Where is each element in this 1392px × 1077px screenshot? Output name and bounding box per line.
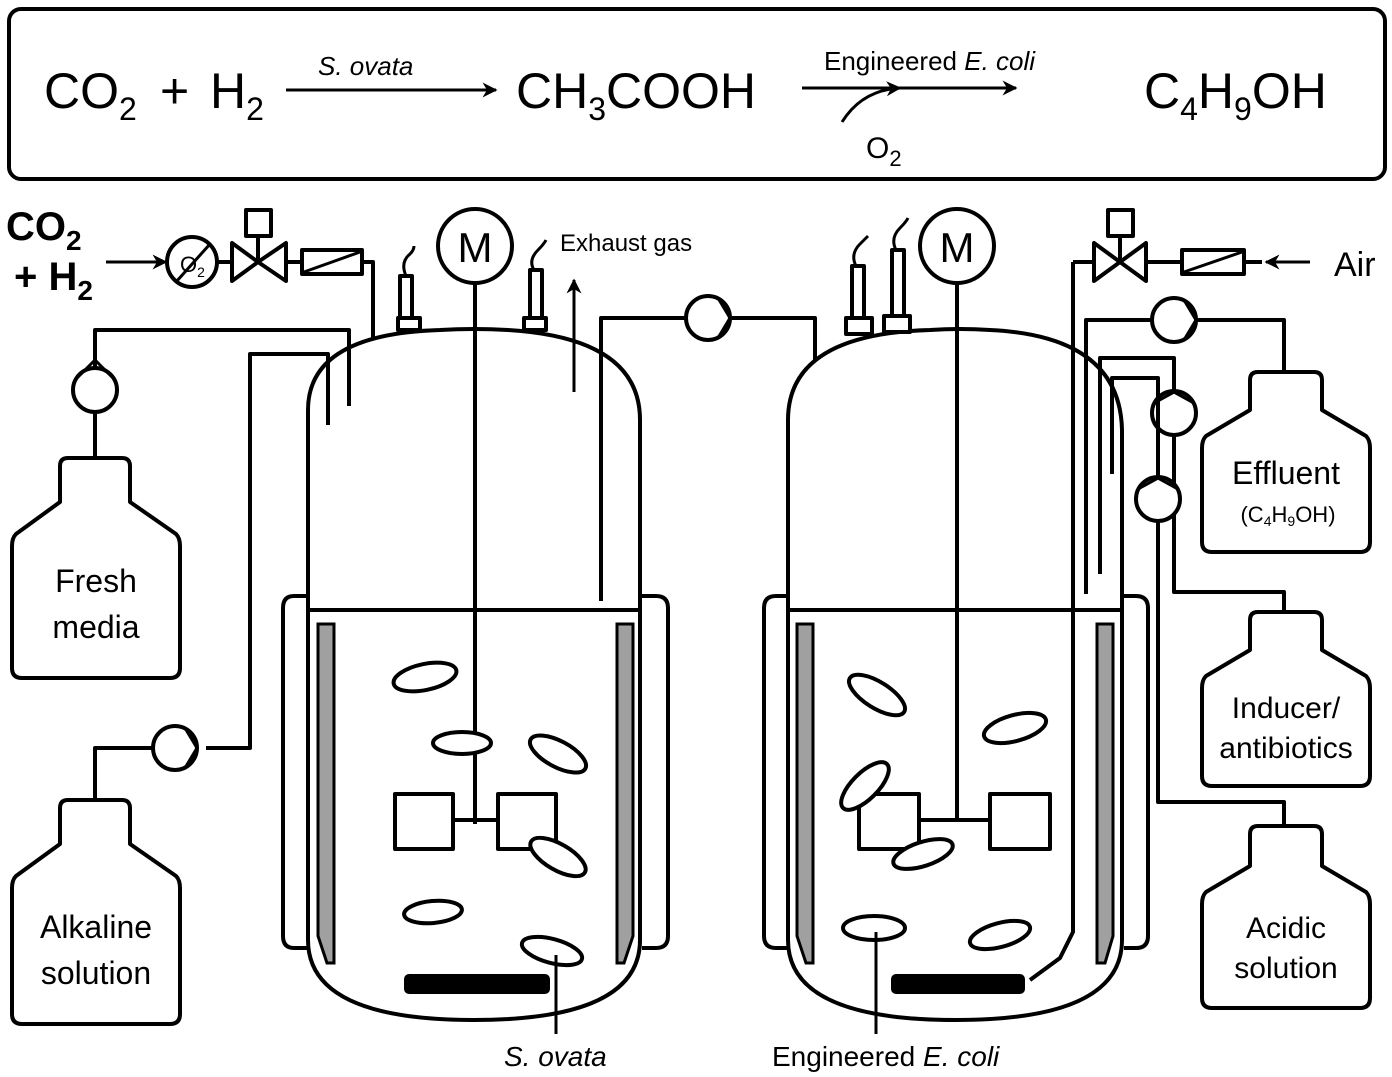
bottle-acidic-solution: Acidic solution [1200, 824, 1372, 1010]
intermediate-acetate: CH3COOH [516, 63, 756, 127]
svg-text:solution: solution [1234, 952, 1337, 985]
left-stir-bar [404, 974, 550, 994]
cosubstrate-o2: O2 [866, 132, 902, 171]
left-heater-left [316, 622, 336, 965]
right-probe-2-icon [882, 217, 912, 334]
catalyst-s-ovata: S. ovata [318, 51, 413, 81]
fresh-media-line [71, 328, 351, 750]
acidic-line-in [1110, 376, 1160, 478]
svg-text:antibiotics: antibiotics [1219, 732, 1352, 765]
air-flowmeter-icon [1180, 248, 1246, 276]
left-impeller-blade-left [393, 792, 455, 851]
ecoli-cell [839, 760, 891, 812]
inducer-line-in [1098, 356, 1176, 574]
bottle-effluent: Effluent (C4H9OH) [1200, 370, 1372, 554]
svg-text:M: M [940, 224, 975, 271]
right-impeller-blade-left [857, 792, 921, 851]
air-label: Air [1334, 246, 1376, 284]
svg-text:Acidic: Acidic [1246, 912, 1326, 945]
ecoli-cell [967, 918, 1033, 952]
left-reactor-jacket-right [640, 594, 670, 950]
plus-sign: + [160, 63, 189, 119]
effluent-pump-icon [1150, 296, 1198, 344]
alkaline-pump-line [93, 746, 153, 800]
o2-input-arrow [840, 81, 902, 123]
svg-text:Alkaline: Alkaline [40, 909, 152, 945]
ecoli-cell [847, 672, 907, 718]
right-stir-bar [891, 974, 1025, 994]
s-ovata-label: S. ovata [504, 1041, 607, 1072]
svg-text:Inducer/: Inducer/ [1232, 692, 1341, 725]
right-reactor-jacket-left [762, 594, 790, 950]
right-heater-right [1095, 622, 1115, 965]
s-ovata-cell [519, 934, 585, 968]
fresh-media-pump-icon [71, 357, 119, 414]
product-butanol: C4H9OH [1144, 63, 1327, 127]
gas-label-h2: + H2 [14, 255, 93, 306]
alkaline-pump-icon [151, 724, 199, 772]
reactor-left: M Exhaust gas S. ovata [281, 207, 692, 1072]
transfer-pump-icon [684, 294, 732, 342]
gas-label-co2: CO2 [6, 205, 82, 256]
air-valve-icon [1092, 208, 1148, 283]
acidic-line-out [1156, 520, 1286, 826]
left-reactor-jacket-left [281, 594, 308, 950]
catalyst-ecoli: Engineered E. coli [824, 46, 1036, 76]
reactor-right: M Engineered E. coli [762, 207, 1150, 1072]
effluent-formula: (C4H9OH) [1240, 502, 1335, 529]
air-inlet: Air [1073, 208, 1376, 284]
gas-valve-icon [230, 208, 288, 283]
right-cells [839, 672, 1049, 952]
right-impeller-blade-right [988, 792, 1052, 851]
right-motor-icon: M [918, 207, 996, 285]
alkaline-feed-line [206, 352, 330, 750]
right-heater-left [795, 622, 815, 965]
exhaust-gas-label: Exhaust gas [560, 230, 692, 257]
left-probe-2-icon [522, 239, 548, 332]
s-ovata-cell [528, 835, 588, 879]
reactant-co2: CO2 [44, 63, 137, 127]
svg-text:M: M [458, 224, 493, 271]
bottle-inducer-antibiotics: Inducer/ antibiotics [1200, 610, 1372, 788]
s-ovata-cell [402, 898, 464, 926]
s-ovata-cell [527, 733, 589, 775]
left-motor-icon: M [436, 207, 514, 285]
ecoli-cell [841, 914, 907, 942]
effluent-line-out [1196, 318, 1286, 372]
svg-text:Fresh: Fresh [55, 563, 137, 599]
reactant-h2: H2 [210, 63, 264, 127]
oxygen-trap-icon: O2 [165, 235, 219, 289]
left-heater-right [615, 622, 635, 965]
svg-text:media: media [52, 609, 139, 645]
svg-text:solution: solution [41, 955, 151, 991]
svg-text:Effluent: Effluent [1232, 455, 1340, 491]
right-reactor-jacket-right [1122, 594, 1150, 950]
gas-flowmeter-icon [300, 248, 364, 276]
bottle-fresh-media: Fresh media [10, 456, 182, 680]
reaction-equation: CO2 + H2 S. ovata CH3COOH Engineered E. … [7, 7, 1387, 181]
s-ovata-cell [391, 660, 459, 694]
left-probe-1-icon [396, 245, 422, 332]
bottle-alkaline-solution: Alkaline solution [10, 798, 182, 1026]
inducer-pump-icon [1150, 389, 1198, 437]
right-probe-1-icon [844, 234, 874, 336]
s-ovata-cell [431, 730, 493, 756]
ecoli-cell [981, 710, 1049, 746]
ecoli-label: Engineered E. coli [772, 1041, 1000, 1072]
air-sparger-line [1028, 262, 1075, 982]
ecoli-cell [891, 837, 955, 871]
left-cells [391, 660, 589, 968]
equation-box [7, 7, 1387, 181]
effluent-line-in [1084, 318, 1152, 594]
acidic-pump-icon [1134, 475, 1182, 523]
